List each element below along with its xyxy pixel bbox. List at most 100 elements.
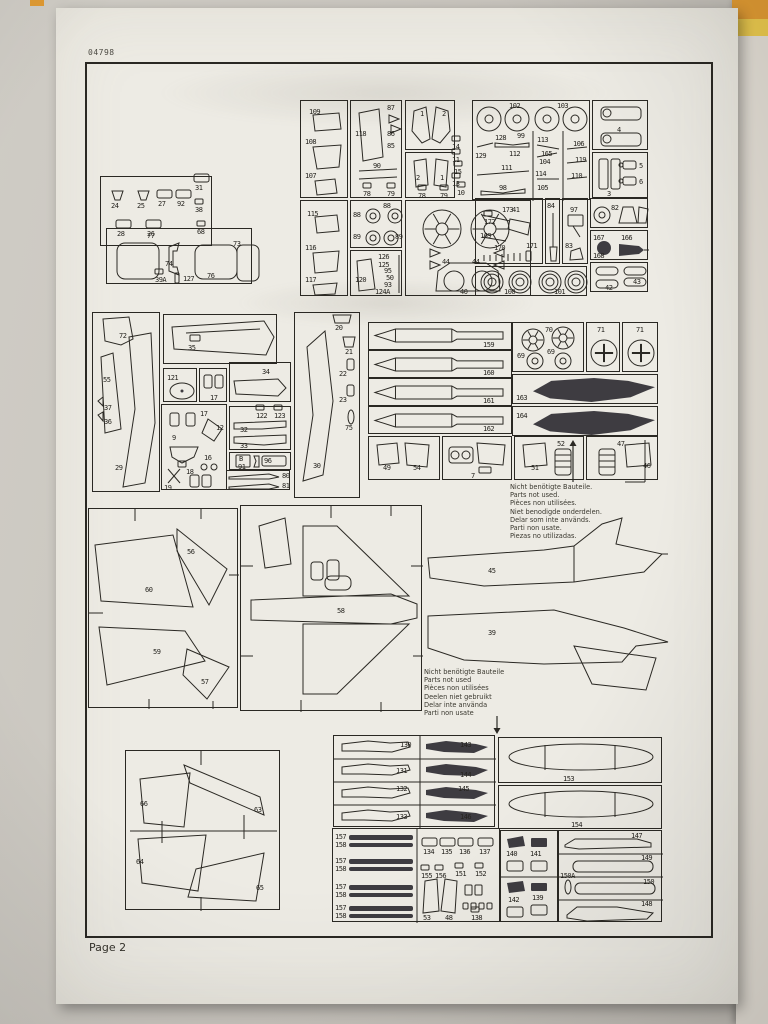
part-number: 171 xyxy=(526,242,538,250)
missile-row-162: 162 xyxy=(368,406,512,434)
part-number: 142 xyxy=(508,896,520,904)
part-number: 23 xyxy=(339,396,347,404)
kit-number: 04798 xyxy=(88,48,115,57)
part-number: 134 xyxy=(423,848,435,856)
part-number: 65 xyxy=(256,884,264,892)
part-number: 51 xyxy=(531,464,539,472)
part-number: 97 xyxy=(570,206,578,214)
orange-strip xyxy=(732,0,768,19)
part-number: 55 xyxy=(103,376,111,384)
part-number: 17 xyxy=(200,410,208,418)
part-number: 68 xyxy=(197,228,205,236)
part-number: 41 xyxy=(512,206,520,214)
yellow-strip xyxy=(732,19,768,36)
part-number: 157 xyxy=(335,857,347,865)
part-number: 172 xyxy=(484,218,496,226)
part-number: 11 xyxy=(452,156,460,164)
part-number: 54 xyxy=(413,464,421,472)
leader-not-used-right xyxy=(505,420,665,490)
part-number: 100 xyxy=(504,288,516,296)
part-number: 63 xyxy=(254,806,262,814)
part-number: 30 xyxy=(313,462,321,470)
part-number: 13 xyxy=(452,180,460,188)
part-number: 95 xyxy=(384,267,392,275)
part-number: 24 xyxy=(111,202,119,210)
part-number: 93 xyxy=(384,281,392,289)
part-number: 1 xyxy=(440,174,444,182)
panel-35: 35 xyxy=(163,314,277,364)
part-number: 76 xyxy=(207,272,215,280)
part-number: 119 xyxy=(575,156,587,164)
part-number: 79 xyxy=(387,190,395,198)
part-number: 2 xyxy=(442,110,446,118)
part-number: 15 xyxy=(454,168,462,176)
part-number: 78 xyxy=(363,190,371,198)
part-number: 6 xyxy=(639,178,643,186)
part-number: 33 xyxy=(240,442,248,450)
part-number: 166 xyxy=(621,234,633,242)
part-number: 45 xyxy=(488,567,496,575)
part-number: 16 xyxy=(204,454,212,462)
part-number: 109 xyxy=(309,108,321,116)
part-number: 84 xyxy=(547,202,555,210)
page-number: Page 2 xyxy=(89,941,127,954)
part-number: 126 xyxy=(378,253,390,261)
part-number: 89 xyxy=(353,233,361,241)
part-number: 158 xyxy=(335,891,347,899)
paper-edge-strip xyxy=(736,0,768,1024)
part-number: 57 xyxy=(201,678,209,686)
part-number: 150A xyxy=(560,872,575,880)
part-number: 170 xyxy=(494,244,506,252)
part-number: 107 xyxy=(305,172,317,180)
panel-tank-164: 164 xyxy=(512,406,658,436)
part-number: 39 xyxy=(488,629,496,637)
part-number: 141 xyxy=(530,850,542,858)
part-number: 147 xyxy=(631,832,643,840)
part-number: 52 xyxy=(557,440,565,448)
part-number: 88 xyxy=(383,202,391,210)
part-number: 150 xyxy=(643,878,655,886)
part-number: 162 xyxy=(483,425,495,433)
part-number: 22 xyxy=(339,370,347,378)
part-number: 69 xyxy=(517,352,525,360)
part-number: 139 xyxy=(532,894,544,902)
page-frame xyxy=(85,62,713,938)
part-number: 133 xyxy=(396,813,408,821)
part-number: 12 xyxy=(216,424,224,432)
part-number: 26 xyxy=(147,230,155,238)
part-number: 70 xyxy=(545,326,553,334)
parts-not-used-note-right: Nicht benötigte Bauteile.Parts not used.… xyxy=(510,483,602,541)
part-number: 2 xyxy=(416,174,420,182)
part-number: 145 xyxy=(458,785,470,793)
part-number: 159 xyxy=(483,341,495,349)
part-number: 153 xyxy=(563,775,575,783)
part-number: 48 xyxy=(445,914,453,922)
missile-row-161: 161 xyxy=(368,378,512,406)
part-number: 85 xyxy=(387,142,395,150)
part-number: 104 xyxy=(539,158,551,166)
part-number: 78 xyxy=(418,192,426,200)
part-number: 64 xyxy=(136,858,144,866)
part-number: 168 xyxy=(593,252,605,260)
part-number: 118 xyxy=(355,130,367,138)
orange-sliver xyxy=(30,0,44,6)
panel-7: 7 xyxy=(442,436,512,480)
part-number: 38 xyxy=(195,206,203,214)
